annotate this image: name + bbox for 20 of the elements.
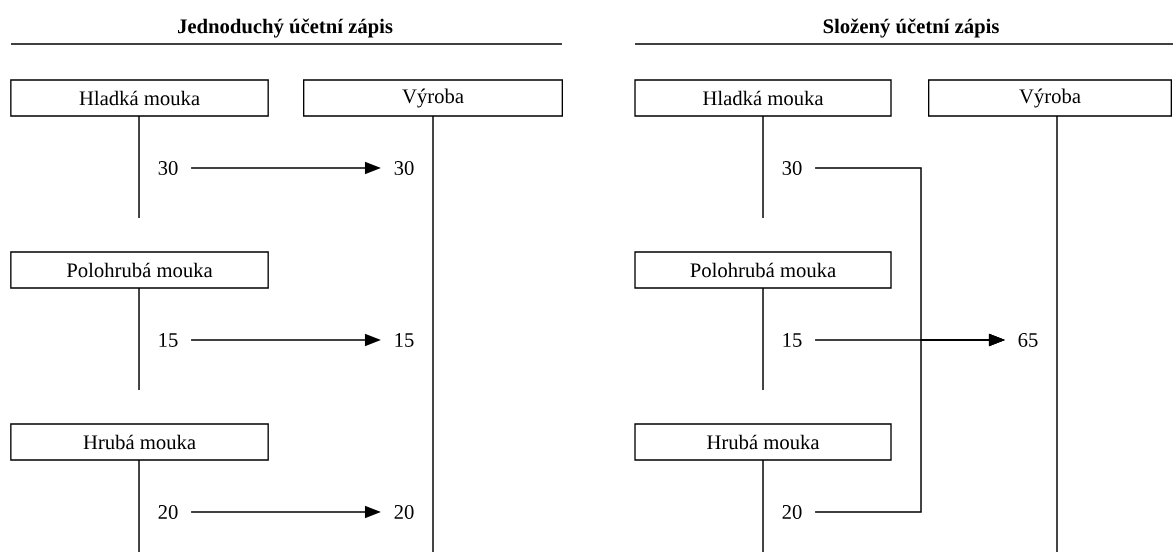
amount: 15 [159, 333, 178, 347]
account-box: Hrubá mouka [634, 423, 892, 461]
account-box: Hladká mouka [10, 79, 269, 117]
amount: 20 [158, 505, 178, 519]
amount: 30 [158, 161, 178, 175]
amount: 30 [782, 161, 802, 175]
amount: 65 [1018, 333, 1038, 347]
account-box: Hrubá mouka [10, 423, 269, 461]
account-box: Polohrubá mouka [634, 251, 892, 289]
account-box: Hladká mouka [634, 79, 892, 117]
heading: Jednoduchý účetní zápis [178, 18, 393, 38]
amount: 15 [395, 333, 414, 347]
amount: 20 [394, 505, 414, 519]
heading: Složený účetní zápis [823, 18, 999, 38]
amount: 30 [394, 161, 414, 175]
account-box: Výroba [928, 79, 1172, 117]
account-box: Výroba [303, 79, 563, 117]
amount: 15 [783, 333, 802, 347]
account-box: Polohrubá mouka [10, 251, 269, 289]
amount: 20 [782, 505, 802, 519]
